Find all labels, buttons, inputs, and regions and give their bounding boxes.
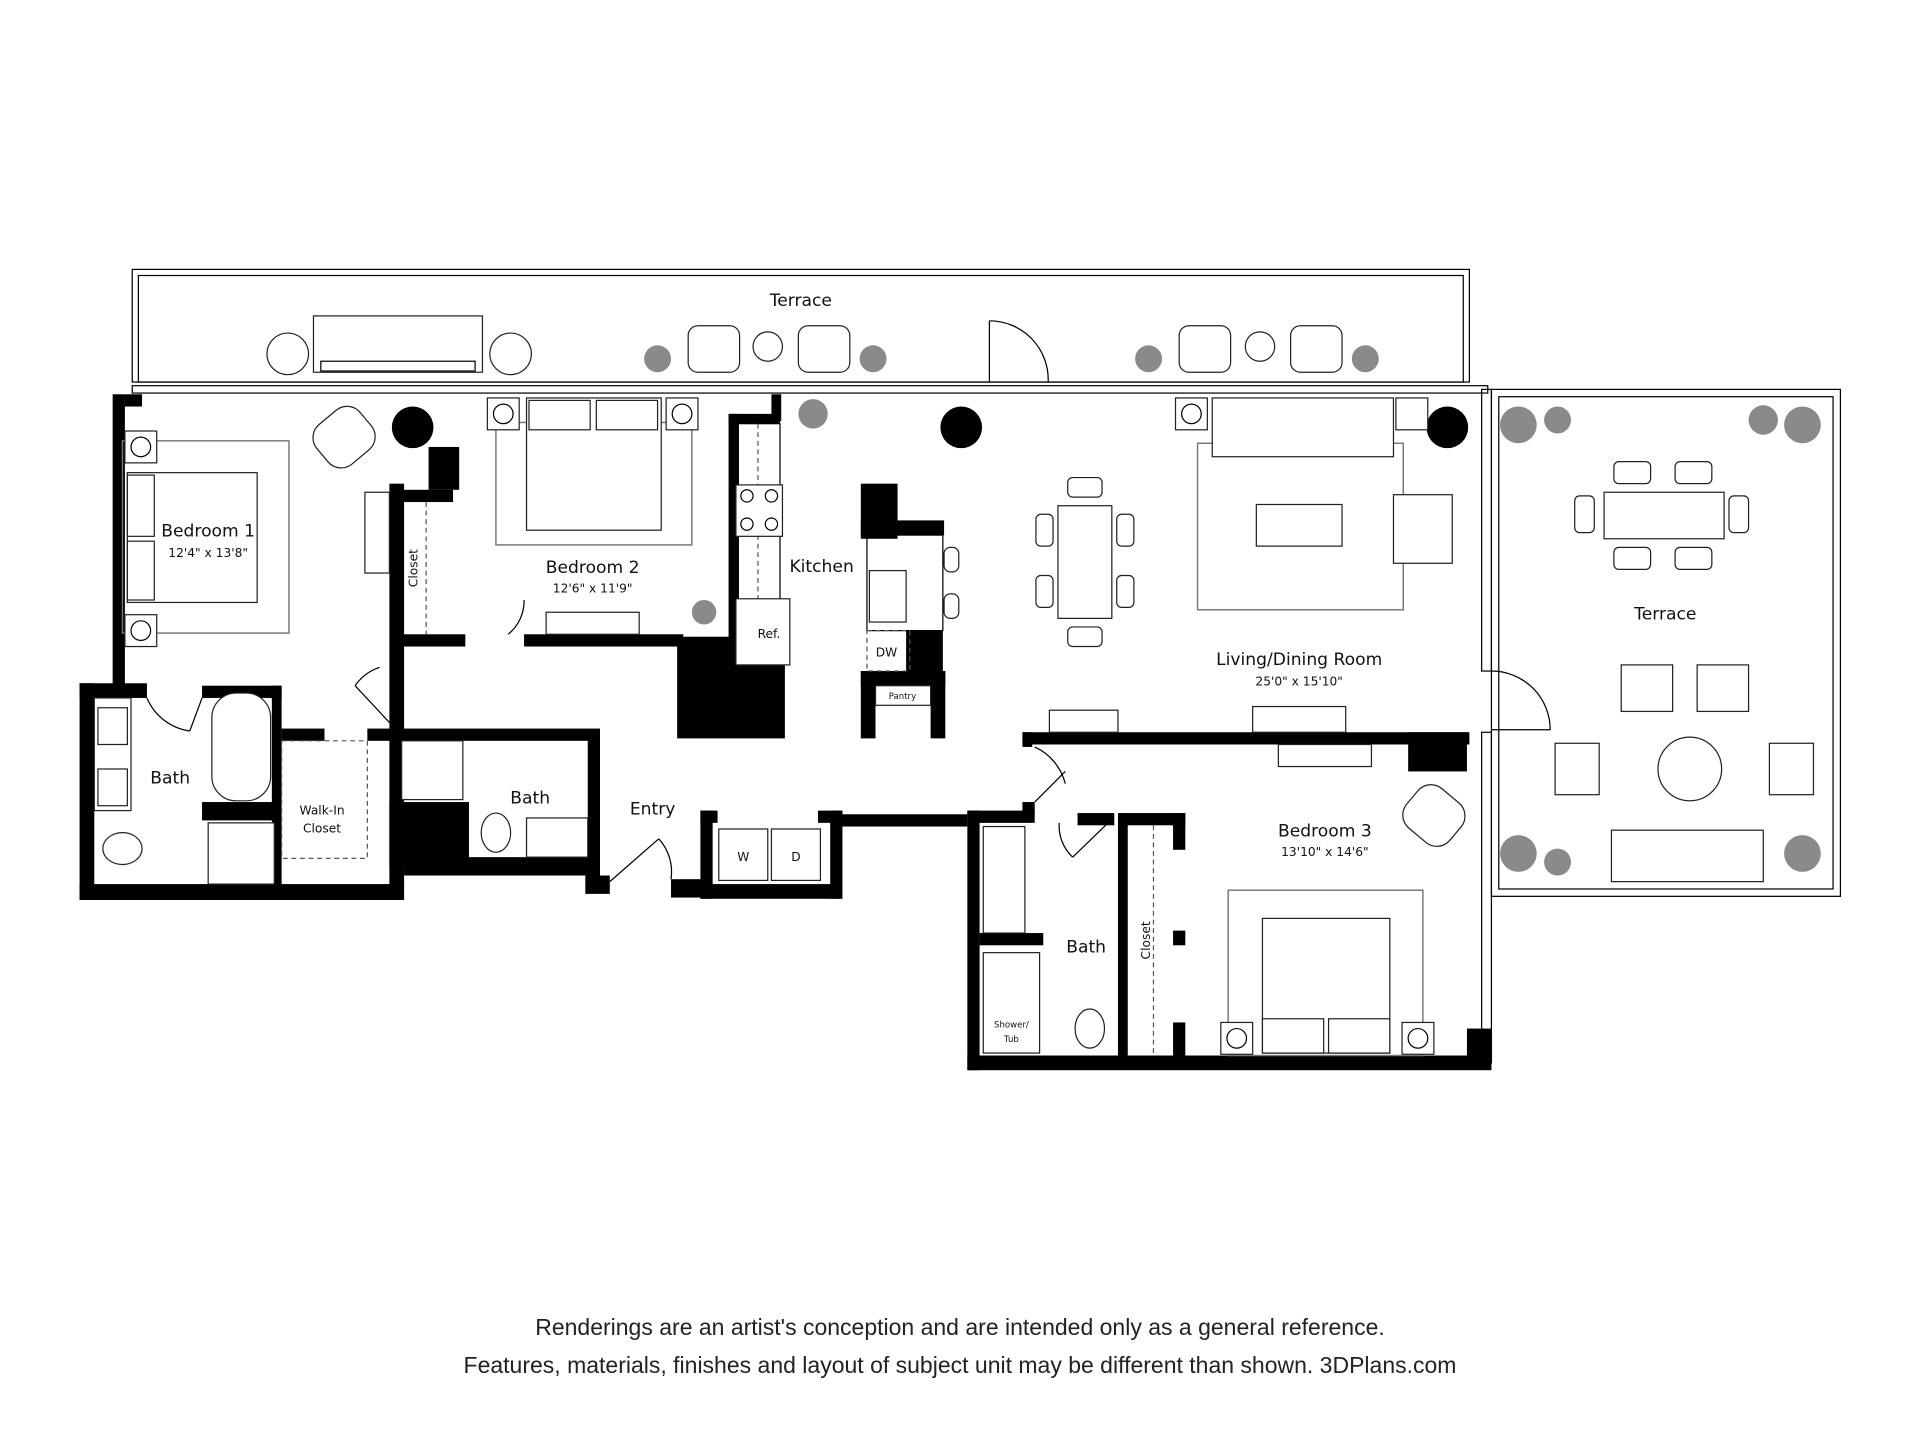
terrace-chair <box>797 325 851 373</box>
door-swings <box>146 320 1551 883</box>
bedroom1-dims: 12'4" x 13'8" <box>168 546 248 560</box>
kitchen-label: Kitchen <box>789 557 853 577</box>
living-area <box>1048 397 1453 768</box>
terrace-chair <box>687 325 741 373</box>
dresser <box>364 491 390 574</box>
terrace-sofa <box>312 315 484 373</box>
refrigerator-label: Ref. <box>758 627 781 641</box>
walkin-closet-label: Walk-In <box>300 803 345 817</box>
entry-label: Entry <box>630 799 676 819</box>
dishwasher-label: DW <box>876 645 898 659</box>
dryer-label: D <box>791 850 800 864</box>
bath2-label: Bath <box>510 788 550 808</box>
bath3-label: Bath <box>1066 938 1106 958</box>
dining-table <box>1035 476 1135 648</box>
living-dining-label: Living/Dining Room <box>1216 650 1382 670</box>
terrace-top-label: Terrace <box>769 291 832 311</box>
terrace-dining-table <box>1603 491 1725 540</box>
plant-icons <box>644 345 1821 876</box>
tv-console <box>1252 705 1347 733</box>
bath-fixtures <box>93 692 1155 1056</box>
walls <box>79 394 1492 1071</box>
bedroom3-bed <box>1220 784 1466 1057</box>
living-dining-dims: 25'0" x 15'10" <box>1255 675 1343 689</box>
pantry-label: Pantry <box>889 692 916 702</box>
shower-tub-label-2: Tub <box>1003 1035 1019 1045</box>
columns <box>391 406 1469 449</box>
terrace-chair <box>1290 325 1343 373</box>
refrigerator <box>735 598 791 666</box>
shower-tub-label: Shower/ <box>994 1020 1029 1030</box>
walkin-closet-label-2: Closet <box>303 822 341 836</box>
bath1-label: Bath <box>150 769 190 789</box>
disclaimer-line-2: Features, materials, finishes and layout… <box>463 1352 1457 1378</box>
sink <box>868 570 907 623</box>
washer-label: W <box>737 850 749 864</box>
right-terrace <box>1490 388 1842 897</box>
bedroom1-bed <box>121 430 290 648</box>
bedroom1-label: Bedroom 1 <box>161 521 255 541</box>
kitchen-counters <box>735 423 960 706</box>
armchair <box>312 405 376 469</box>
bedroom3-dims: 13'10" x 14'6" <box>1281 845 1369 859</box>
closet-bedroom3-label: Closet <box>1139 921 1153 959</box>
disclaimer-line-1: Renderings are an artist's conception an… <box>535 1314 1385 1340</box>
terrace-chair <box>1178 325 1232 373</box>
bedroom3-label: Bedroom 3 <box>1278 821 1372 841</box>
closet-bedroom2-label: Closet <box>407 549 421 587</box>
side-table <box>489 332 533 376</box>
top-terrace <box>131 268 1470 383</box>
bedroom2-dims: 12'6" x 11'9" <box>553 582 633 596</box>
bedroom2-bed <box>486 397 699 635</box>
side-table <box>266 332 310 376</box>
terrace-right-label: Terrace <box>1633 605 1696 625</box>
bedroom2-label: Bedroom 2 <box>546 558 640 578</box>
cooktop <box>735 484 784 537</box>
